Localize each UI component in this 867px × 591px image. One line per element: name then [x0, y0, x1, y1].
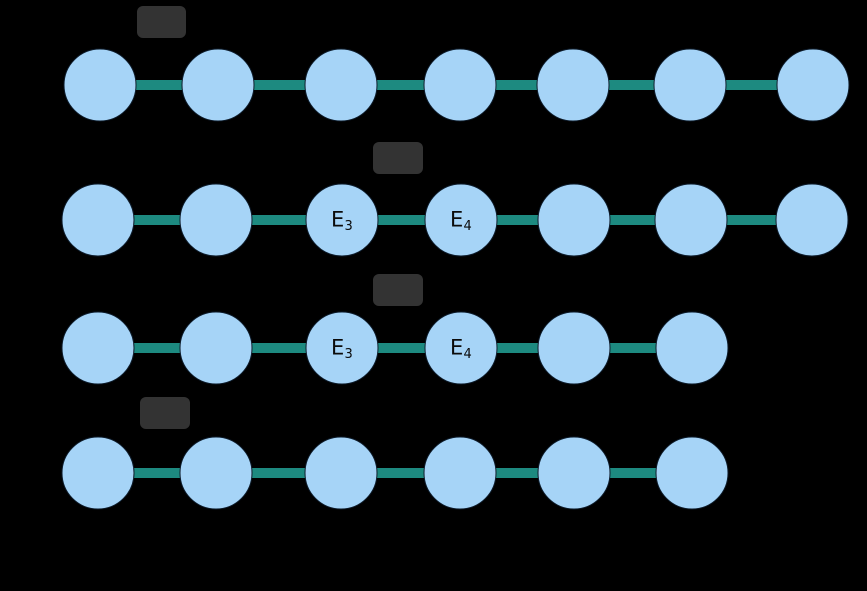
chain-edge	[248, 215, 310, 225]
chain-node[interactable]	[304, 436, 378, 510]
chain-node-label: E4	[450, 335, 472, 363]
chain-edge	[606, 343, 660, 353]
chain-node[interactable]	[537, 311, 611, 385]
chain-edge	[130, 343, 184, 353]
chain-node[interactable]: E4	[424, 311, 498, 385]
chain-node[interactable]	[179, 183, 253, 257]
redaction-block	[140, 397, 190, 429]
chain-edge	[492, 468, 542, 478]
chain-node[interactable]	[181, 48, 255, 122]
chain-edge	[130, 215, 184, 225]
chain-edge	[722, 80, 781, 90]
chain-edge	[606, 468, 660, 478]
chain-edge	[493, 343, 542, 353]
chain-node[interactable]	[179, 436, 253, 510]
chain-edge	[132, 80, 186, 90]
chain-edge	[492, 80, 541, 90]
chain-edge	[374, 215, 429, 225]
chain-node[interactable]	[776, 48, 850, 122]
chain-edge	[373, 80, 428, 90]
chain-node-label-subscript: 3	[344, 347, 353, 363]
chain-node[interactable]	[537, 183, 611, 257]
chain-node-label: E4	[450, 207, 472, 235]
chain-node[interactable]: E3	[305, 183, 379, 257]
chain-node[interactable]	[61, 183, 135, 257]
chain-node[interactable]: E3	[305, 311, 379, 385]
chain-node[interactable]	[537, 436, 611, 510]
chain-edge	[248, 343, 310, 353]
chain-edge	[606, 215, 659, 225]
chain-edge	[373, 468, 428, 478]
redaction-block	[373, 274, 423, 306]
chain-edge	[493, 215, 542, 225]
chain-node-label-subscript: 3	[344, 219, 353, 235]
chain-node-label-subscript: 4	[463, 219, 472, 235]
chain-node[interactable]	[63, 48, 137, 122]
chain-node[interactable]	[653, 48, 727, 122]
chain-edge	[130, 468, 184, 478]
chain-edge	[248, 468, 309, 478]
chain-node[interactable]	[304, 48, 378, 122]
chain-edge	[374, 343, 429, 353]
chain-node[interactable]	[61, 311, 135, 385]
chain-node[interactable]	[775, 183, 849, 257]
chain-node-label: E3	[331, 207, 353, 235]
chain-node[interactable]	[61, 436, 135, 510]
chain-edge	[723, 215, 780, 225]
redaction-block	[373, 142, 423, 174]
chain-edge	[605, 80, 658, 90]
chain-node-label: E3	[331, 335, 353, 363]
chain-node[interactable]	[423, 48, 497, 122]
chain-node[interactable]	[536, 48, 610, 122]
chain-node-label-subscript: 4	[463, 347, 472, 363]
chain-node[interactable]	[655, 436, 729, 510]
chain-node[interactable]: E4	[424, 183, 498, 257]
chain-node[interactable]	[179, 311, 253, 385]
chain-node[interactable]	[654, 183, 728, 257]
chain-node[interactable]	[655, 311, 729, 385]
chain-edge	[250, 80, 309, 90]
redaction-block	[137, 6, 186, 38]
chain-node[interactable]	[423, 436, 497, 510]
